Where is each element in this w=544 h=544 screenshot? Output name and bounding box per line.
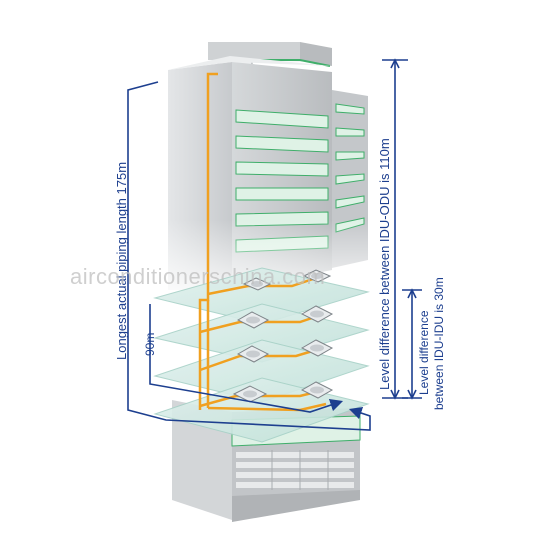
cassette-indoor-unit-icon bbox=[242, 277, 272, 291]
upper-tower bbox=[160, 42, 375, 300]
cassette-indoor-unit-icon bbox=[300, 339, 334, 357]
idu-idu-difference-label-line1: Level difference bbox=[417, 310, 431, 395]
longest-piping-arrow bbox=[127, 81, 371, 431]
idu-odu-difference-label: Level difference between IDU-ODU is 110m bbox=[377, 138, 392, 390]
cassette-indoor-unit-icon bbox=[300, 381, 334, 399]
longest-piping-label: Longest actual piping length 175m bbox=[114, 162, 129, 360]
roof-penthouse-side bbox=[300, 42, 332, 66]
indoor-units bbox=[232, 269, 334, 403]
roof-penthouse bbox=[208, 42, 300, 60]
cassette-indoor-unit-icon bbox=[302, 269, 332, 283]
branch-length-label: 90m bbox=[143, 333, 157, 356]
idu-idu-difference-label-line2: between IDU-IDU is 30m bbox=[432, 277, 446, 410]
dimension-lines bbox=[127, 58, 422, 431]
cassette-indoor-unit-icon bbox=[232, 385, 268, 403]
branch-length-arrow bbox=[149, 304, 344, 413]
watermark-text: airconditionerschina.com bbox=[70, 264, 325, 289]
base-vents bbox=[236, 450, 354, 490]
cassette-indoor-unit-icon bbox=[300, 305, 334, 323]
cassette-indoor-unit-icon bbox=[236, 345, 270, 363]
cassette-indoor-unit-icon bbox=[236, 311, 270, 329]
